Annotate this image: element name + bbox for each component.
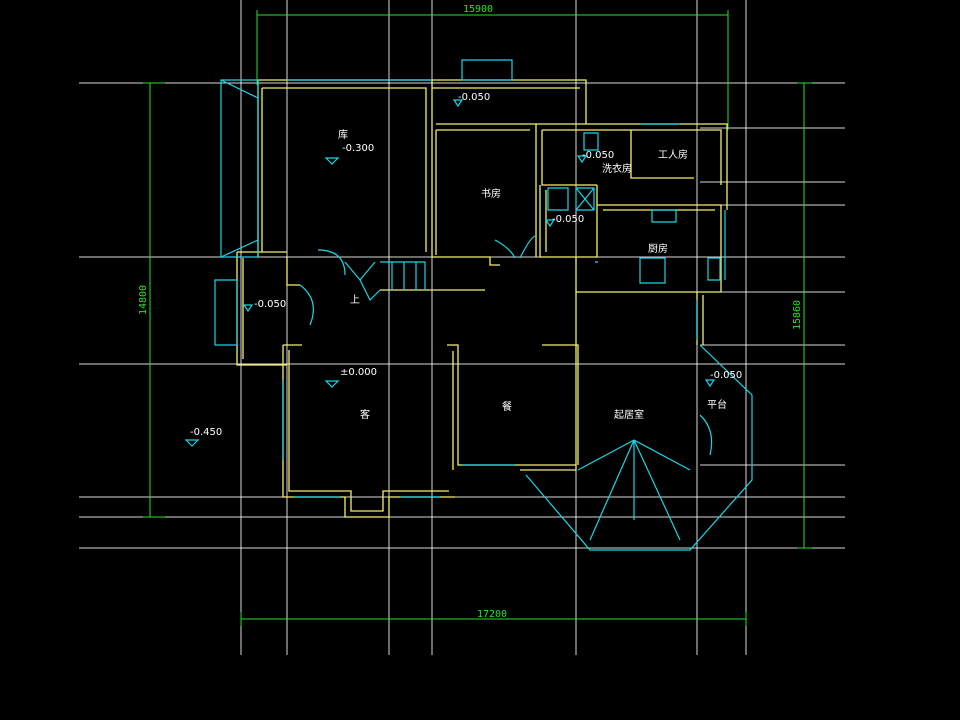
dimension-bottom: 17200 bbox=[477, 609, 507, 620]
dimension-lines bbox=[143, 10, 812, 626]
level-wc: -0.050 bbox=[552, 214, 584, 225]
room-label-kitchen: 厨房 bbox=[648, 242, 668, 255]
level-platform: -0.050 bbox=[710, 370, 742, 381]
dimension-right: 15860 bbox=[792, 300, 803, 330]
room-label-family: 起居室 bbox=[614, 408, 644, 421]
walls bbox=[236, 79, 728, 518]
dimension-left: 14800 bbox=[138, 285, 149, 315]
room-label-garage: 库 bbox=[338, 128, 348, 141]
room-label-laundry: 洗衣房 bbox=[602, 162, 632, 175]
level-entry: -0.050 bbox=[254, 299, 286, 310]
room-label-platform: 平台 bbox=[707, 398, 727, 411]
level-markers bbox=[184, 99, 716, 447]
level-garage: -0.300 bbox=[342, 143, 374, 154]
stair-up-label: 上 bbox=[350, 294, 360, 306]
level-outside: -0.450 bbox=[190, 427, 222, 438]
level-top-porch: -0.050 bbox=[458, 92, 490, 103]
room-label-study: 书房 bbox=[481, 187, 501, 200]
room-label-servant: 工人房 bbox=[658, 148, 688, 161]
room-label-dining: 餐 bbox=[502, 400, 512, 413]
dimension-top: 15900 bbox=[463, 4, 493, 15]
room-label-living: 客 bbox=[360, 408, 370, 421]
level-living: ±0.000 bbox=[340, 367, 377, 378]
fixtures-and-windows bbox=[214, 59, 753, 551]
level-laundry: -0.050 bbox=[582, 150, 614, 161]
